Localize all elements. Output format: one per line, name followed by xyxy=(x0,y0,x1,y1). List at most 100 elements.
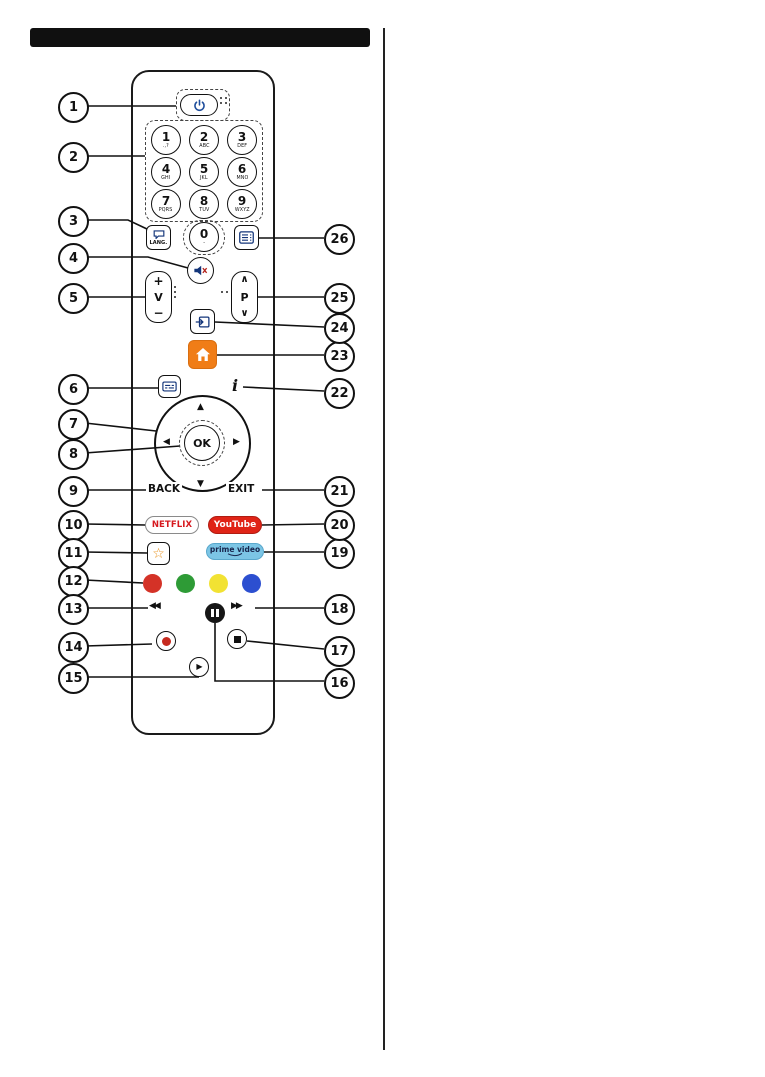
digit-key-0[interactable]: 0- xyxy=(189,222,219,252)
digit-label: 0 xyxy=(199,227,209,241)
callout-19: 19 xyxy=(324,538,355,569)
callout-8: 8 xyxy=(58,439,89,470)
callout-26: 26 xyxy=(324,224,355,255)
digit-label: 8 xyxy=(199,194,209,208)
callout-11: 11 xyxy=(58,538,89,569)
red-key[interactable] xyxy=(143,574,162,593)
digit-label: 1 xyxy=(161,130,171,144)
callout-5: 5 xyxy=(58,283,89,314)
star-icon: ☆ xyxy=(152,545,165,562)
source-input-icon xyxy=(195,315,210,328)
digit-zero-outline xyxy=(183,220,225,255)
callout-9: 9 xyxy=(58,476,89,507)
volume-rocker[interactable]: + V − xyxy=(145,271,172,323)
volume-marker-dots xyxy=(174,286,177,289)
play-button[interactable]: ▶ xyxy=(189,657,209,677)
callout-22: 22 xyxy=(324,378,355,409)
program-label: P xyxy=(240,290,249,304)
digit-letters: TUV xyxy=(198,206,210,213)
callout-24: 24 xyxy=(324,313,355,344)
ok-button[interactable]: OK xyxy=(184,425,220,461)
rewind-button[interactable]: ◀◀ xyxy=(148,600,161,613)
language-button[interactable]: LANG. xyxy=(146,225,171,250)
callout-2: 2 xyxy=(58,142,89,173)
digit-key-1[interactable]: 1.,? xyxy=(151,125,181,155)
mute-button[interactable] xyxy=(187,257,214,284)
subtitles-icon xyxy=(162,381,177,392)
home-icon xyxy=(195,348,210,361)
column-divider xyxy=(383,28,385,1050)
ok-button-outline xyxy=(179,420,225,466)
epg-icon xyxy=(239,231,254,244)
dpad-up-icon[interactable]: ▲ xyxy=(197,402,204,412)
digit-label: 3 xyxy=(237,130,247,144)
dpad-right-icon[interactable]: ▶ xyxy=(233,437,240,447)
dpad-down-icon[interactable]: ▼ xyxy=(197,479,204,489)
callout-7: 7 xyxy=(58,409,89,440)
callout-16: 16 xyxy=(324,668,355,699)
callout-1: 1 xyxy=(58,92,89,123)
stop-button[interactable] xyxy=(227,629,247,649)
subtitles-button[interactable] xyxy=(158,375,181,398)
green-key[interactable] xyxy=(176,574,195,593)
power-indicator-dots xyxy=(220,97,223,100)
fast-forward-button[interactable]: ▶▶ xyxy=(230,600,243,613)
program-up-icon[interactable]: ∧ xyxy=(240,274,249,285)
callout-23: 23 xyxy=(324,341,355,372)
digit-label: 6 xyxy=(237,162,247,176)
info-button[interactable]: i xyxy=(230,376,241,395)
callout-14: 14 xyxy=(58,632,89,663)
digit-letters: ABC xyxy=(198,142,210,149)
prime-video-button[interactable]: prime video xyxy=(206,543,264,560)
digit-letters: JKL xyxy=(200,174,208,181)
section-header-bar xyxy=(30,28,370,47)
volume-label: V xyxy=(154,290,163,304)
callout-12: 12 xyxy=(58,566,89,597)
callout-4: 4 xyxy=(58,243,89,274)
standby-button[interactable] xyxy=(180,94,218,116)
digit-label: 7 xyxy=(161,194,171,208)
pause-icon xyxy=(216,609,219,617)
record-button[interactable] xyxy=(156,631,176,651)
digit-letters: WXYZ xyxy=(234,206,250,213)
epg-guide-button[interactable] xyxy=(234,225,259,250)
exit-button[interactable]: EXIT xyxy=(226,482,257,496)
play-icon: ▶ xyxy=(196,662,203,671)
callout-21: 21 xyxy=(324,476,355,507)
dpad-left-icon[interactable]: ◀ xyxy=(163,437,170,447)
netflix-label: NETFLIX xyxy=(151,520,193,530)
source-button[interactable] xyxy=(190,309,215,334)
speech-bubble-icon xyxy=(153,229,164,239)
digit-label: 5 xyxy=(199,162,209,176)
back-button[interactable]: BACK xyxy=(146,482,182,496)
info-icon: i xyxy=(232,376,239,395)
volume-up-label[interactable]: + xyxy=(153,274,164,288)
callout-17: 17 xyxy=(324,636,355,667)
netflix-button[interactable]: NETFLIX xyxy=(145,516,199,534)
digit-label: 4 xyxy=(161,162,171,176)
callout-10: 10 xyxy=(58,510,89,541)
pause-button[interactable] xyxy=(205,603,225,623)
program-rocker[interactable]: ∧ P ∨ xyxy=(231,271,258,323)
yellow-key[interactable] xyxy=(209,574,228,593)
program-down-icon[interactable]: ∨ xyxy=(240,308,249,319)
youtube-button[interactable]: YouTube xyxy=(208,516,262,534)
blue-key[interactable] xyxy=(242,574,261,593)
home-button[interactable] xyxy=(188,340,217,369)
digit-label: 9 xyxy=(237,194,247,208)
digit-letters: MNO xyxy=(236,174,248,181)
my-button[interactable]: ☆ xyxy=(147,542,170,565)
prime-video-label: prime video xyxy=(209,544,261,554)
record-icon xyxy=(161,636,171,646)
volume-down-label[interactable]: − xyxy=(153,306,164,320)
callout-25: 25 xyxy=(324,283,355,314)
